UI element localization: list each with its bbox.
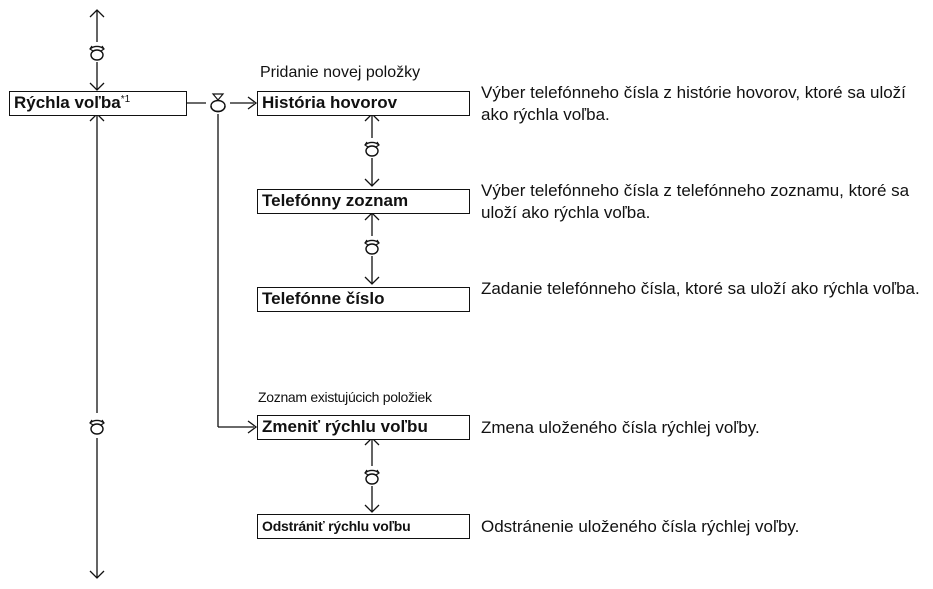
description-phonebook: Výber telefónneho čísla z telefónneho zo…: [481, 181, 910, 222]
description-call-history: Výber telefónneho čísla z histórie hovor…: [481, 83, 906, 124]
dial-rotate-icon: [364, 239, 380, 255]
option-phone-number[interactable]: Telefónne číslo: [257, 287, 470, 312]
root-menu-box[interactable]: Rýchla voľba*1: [9, 91, 187, 116]
dial-rotate-icon: [364, 469, 380, 485]
root-footnote: *1: [120, 94, 131, 105]
dial-push-icon: [210, 93, 226, 113]
section-existing-items: Zoznam existujúcich položiek: [258, 389, 432, 405]
root-menu-label: Rýchla voľba: [14, 93, 121, 112]
option-change-speed-dial[interactable]: Zmeniť rýchlu voľbu: [257, 415, 470, 440]
description-delete-speed-dial: Odstránenie uloženého čísla rýchlej voľb…: [481, 517, 800, 536]
dial-rotate-icon: [364, 141, 380, 157]
option-call-history[interactable]: História hovorov: [257, 91, 470, 116]
branch-connector: [187, 96, 258, 434]
option-phonebook[interactable]: Telefónny zoznam: [257, 189, 470, 214]
dial-rotate-icon: [89, 419, 105, 435]
dial-rotate-icon: [89, 45, 105, 61]
option-cycle-connector: [364, 113, 380, 513]
section-new-items: Pridanie novej položky: [260, 64, 421, 81]
description-phone-number: Zadanie telefónneho čísla, ktoré sa ulož…: [481, 279, 920, 298]
description-change-speed-dial: Zmena uloženého čísla rýchlej voľby.: [481, 418, 760, 437]
option-delete-speed-dial[interactable]: Odstrániť rýchlu voľbu: [257, 514, 470, 539]
